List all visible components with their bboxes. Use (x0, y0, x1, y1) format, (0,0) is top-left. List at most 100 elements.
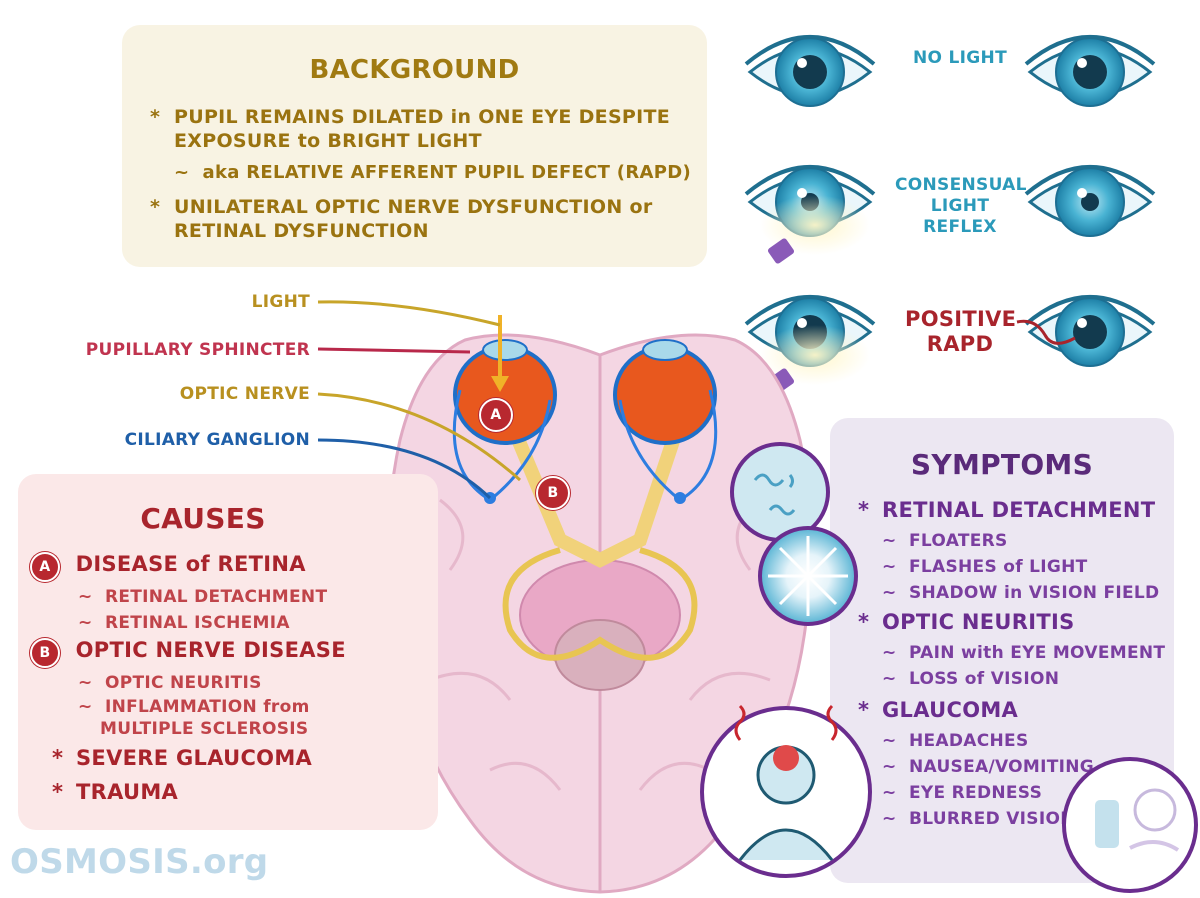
floaters-icon (730, 442, 830, 542)
eye-row-3-label: POSITIVE RAPD (905, 307, 1017, 357)
star-bullet-icon: * (150, 106, 161, 128)
headache-icon (700, 704, 872, 878)
optic-nerve-label: OPTIC NERVE (179, 384, 310, 404)
symptom-item: ~ FLASHES of LIGHT (882, 557, 1088, 577)
background-item-1: * PUPIL REMAINS DILATED in ONE EYE DESPIT… (150, 105, 670, 153)
symptom-group-3-title-text: GLAUCOMA (882, 698, 1019, 722)
symptom-item-text: PAIN with EYE MOVEMENT (908, 643, 1166, 663)
background-subitem-text: aka RELATIVE AFFERENT PUPIL DEFECT (RAPD… (202, 162, 691, 183)
cause-other-1-text: SEVERE GLAUCOMA (76, 746, 313, 770)
cause-b-item-text: MULTIPLE SCLEROSIS (100, 719, 309, 739)
cause-a-item-text: RETINAL ISCHEMIA (104, 613, 290, 633)
symptom-group-3-items: ~ HEADACHES ~ NAUSEA/VOMITING ~ EYE REDN… (882, 728, 1094, 832)
cause-b-item: ~ OPTIC NEURITIS (78, 673, 262, 693)
symptom-item-text: LOSS of VISION (908, 669, 1060, 689)
background-item-2-line-a: UNILATERAL OPTIC NERVE DYSFUNCTION or (174, 196, 653, 218)
symptom-item: ~ PAIN with EYE MOVEMENT (882, 643, 1166, 663)
cause-a-badge: A (30, 552, 60, 582)
cause-b-item: ~ INFLAMMATION from (78, 697, 310, 717)
eye-row-2-label: CONSENSUAL LIGHT REFLEX (895, 175, 1027, 238)
eye-row-1-right (1024, 35, 1156, 107)
symptom-item: ~ EYE REDNESS (882, 783, 1043, 803)
right-eyeball (613, 345, 717, 445)
eye-row-3-right (1024, 295, 1156, 367)
left-cornea (482, 339, 528, 361)
right-ciliary-ganglion (674, 492, 686, 504)
blurred-vision-icon (1062, 757, 1198, 893)
cause-b-heading: B OPTIC NERVE DISEASE (30, 638, 346, 668)
pupillary-sphincter-label: PUPILLARY SPHINCTER (85, 340, 310, 360)
background-panel: BACKGROUND * PUPIL REMAINS DILATED in ONE… (122, 25, 707, 267)
light-beam-2 (760, 325, 870, 385)
brain-diagram (387, 315, 813, 894)
light-label: LIGHT (251, 292, 310, 312)
background-item-1-line-b: EXPOSURE to BRIGHT LIGHT (174, 130, 482, 152)
background-item-1-line-a: PUPIL REMAINS DILATED in ONE EYE DESPITE (174, 106, 671, 128)
eye-row-2-label-a: CONSENSUAL (895, 175, 1027, 195)
symptom-group-2-title-text: OPTIC NEURITIS (882, 610, 1075, 634)
symptom-item: ~ FLOATERS (882, 531, 1008, 551)
symptom-item-text: BLURRED VISION (908, 809, 1075, 829)
cause-b-item-cont: MULTIPLE SCLEROSIS (78, 718, 310, 740)
symptom-item-text: EYE REDNESS (908, 783, 1043, 803)
symptom-item-text: SHADOW in VISION FIELD (908, 583, 1160, 603)
label-leader-lines (317, 300, 521, 500)
light-leader-line (317, 300, 501, 327)
eyes-illustration (744, 35, 1156, 394)
symptom-item: ~ LOSS of VISION (882, 669, 1060, 689)
symptom-group-3-title: *GLAUCOMA (858, 698, 1019, 722)
symptom-illustrations (700, 442, 1198, 893)
marker-b: B (536, 476, 570, 510)
symptom-item: ~ SHADOW in VISION FIELD (882, 583, 1160, 603)
eye-row-2-label-b: LIGHT (930, 196, 990, 216)
cause-a-item: ~ RETINAL DETACHMENT (78, 587, 328, 607)
eye-row-1-label: NO LIGHT (913, 48, 1007, 68)
cause-b-items: ~ OPTIC NEURITIS ~ INFLAMMATION from MUL… (78, 672, 310, 740)
cause-b-title: OPTIC NERVE DISEASE (75, 638, 346, 662)
causes-title: CAUSES (140, 502, 266, 535)
cause-b-badge: B (30, 638, 60, 668)
symptom-item-text: NAUSEA/VOMITING (908, 757, 1095, 777)
eye-row-1-left (744, 35, 876, 107)
sphincter-leader-line (317, 347, 471, 354)
symptom-group-2-items: ~ PAIN with EYE MOVEMENT ~ LOSS of VISIO… (882, 640, 1165, 692)
symptom-item: ~ HEADACHES (882, 731, 1029, 751)
symptoms-title: SYMPTOMS (910, 448, 1094, 481)
flash-of-light-icon (758, 526, 858, 626)
brain-folds (429, 498, 771, 791)
eye-row-2-right (1024, 165, 1156, 237)
tilde-bullet-icon: ~ (174, 162, 190, 183)
symptom-group-2-title: *OPTIC NEURITIS (858, 610, 1075, 634)
symptom-item: ~ BLURRED VISION (882, 809, 1075, 829)
background-title: BACKGROUND (309, 55, 520, 85)
symptom-group-1-items: ~ FLOATERS ~ FLASHES of LIGHT ~ SHADOW i… (882, 528, 1159, 606)
background-item-2-line-b: RETINAL DYSFUNCTION (174, 220, 429, 242)
ganglion-leader-line (317, 438, 492, 500)
symptom-group-1-title: *RETINAL DETACHMENT (858, 498, 1156, 522)
optic-nerve-leader-line (317, 392, 521, 482)
osmosis-logo: OSMOSIS.org (10, 842, 269, 882)
background-subitem: ~ aka RELATIVE AFFERENT PUPIL DEFECT (RA… (174, 161, 691, 185)
symptom-item-text: FLOATERS (908, 531, 1008, 551)
symptom-item-text: HEADACHES (908, 731, 1029, 751)
rapd-pointer (1016, 319, 1076, 345)
cause-a-items: ~ RETINAL DETACHMENT ~ RETINAL ISCHEMIA (78, 586, 327, 634)
penlight-icon (768, 238, 794, 264)
symptom-item: ~ NAUSEA/VOMITING (882, 757, 1095, 777)
cause-a-item-text: RETINAL DETACHMENT (104, 587, 328, 607)
star-bullet-icon: * (150, 196, 161, 218)
background-item-2: * UNILATERAL OPTIC NERVE DYSFUNCTION or R… (150, 195, 653, 243)
cause-a-heading: A DISEASE of RETINA (30, 552, 306, 582)
eye-row-3-label-b: RAPD (926, 332, 994, 356)
symptom-item-text: FLASHES of LIGHT (908, 557, 1088, 577)
cause-b-item-text: OPTIC NEURITIS (104, 673, 262, 693)
cause-b-item-text: INFLAMMATION from (104, 697, 310, 717)
cause-other-2: *TRAUMA (52, 780, 179, 804)
symptom-group-1-title-text: RETINAL DETACHMENT (882, 498, 1156, 522)
eye-row-3-label-a: POSITIVE (905, 307, 1017, 331)
ciliary-ganglion-label: CILIARY GANGLION (124, 430, 310, 450)
cause-a-title: DISEASE of RETINA (75, 552, 306, 576)
causes-panel: CAUSES A DISEASE of RETINA ~ RETINAL DET… (18, 474, 438, 830)
eye-row-2-label-c: REFLEX (923, 217, 997, 237)
cause-a-item: ~ RETINAL ISCHEMIA (78, 613, 290, 633)
